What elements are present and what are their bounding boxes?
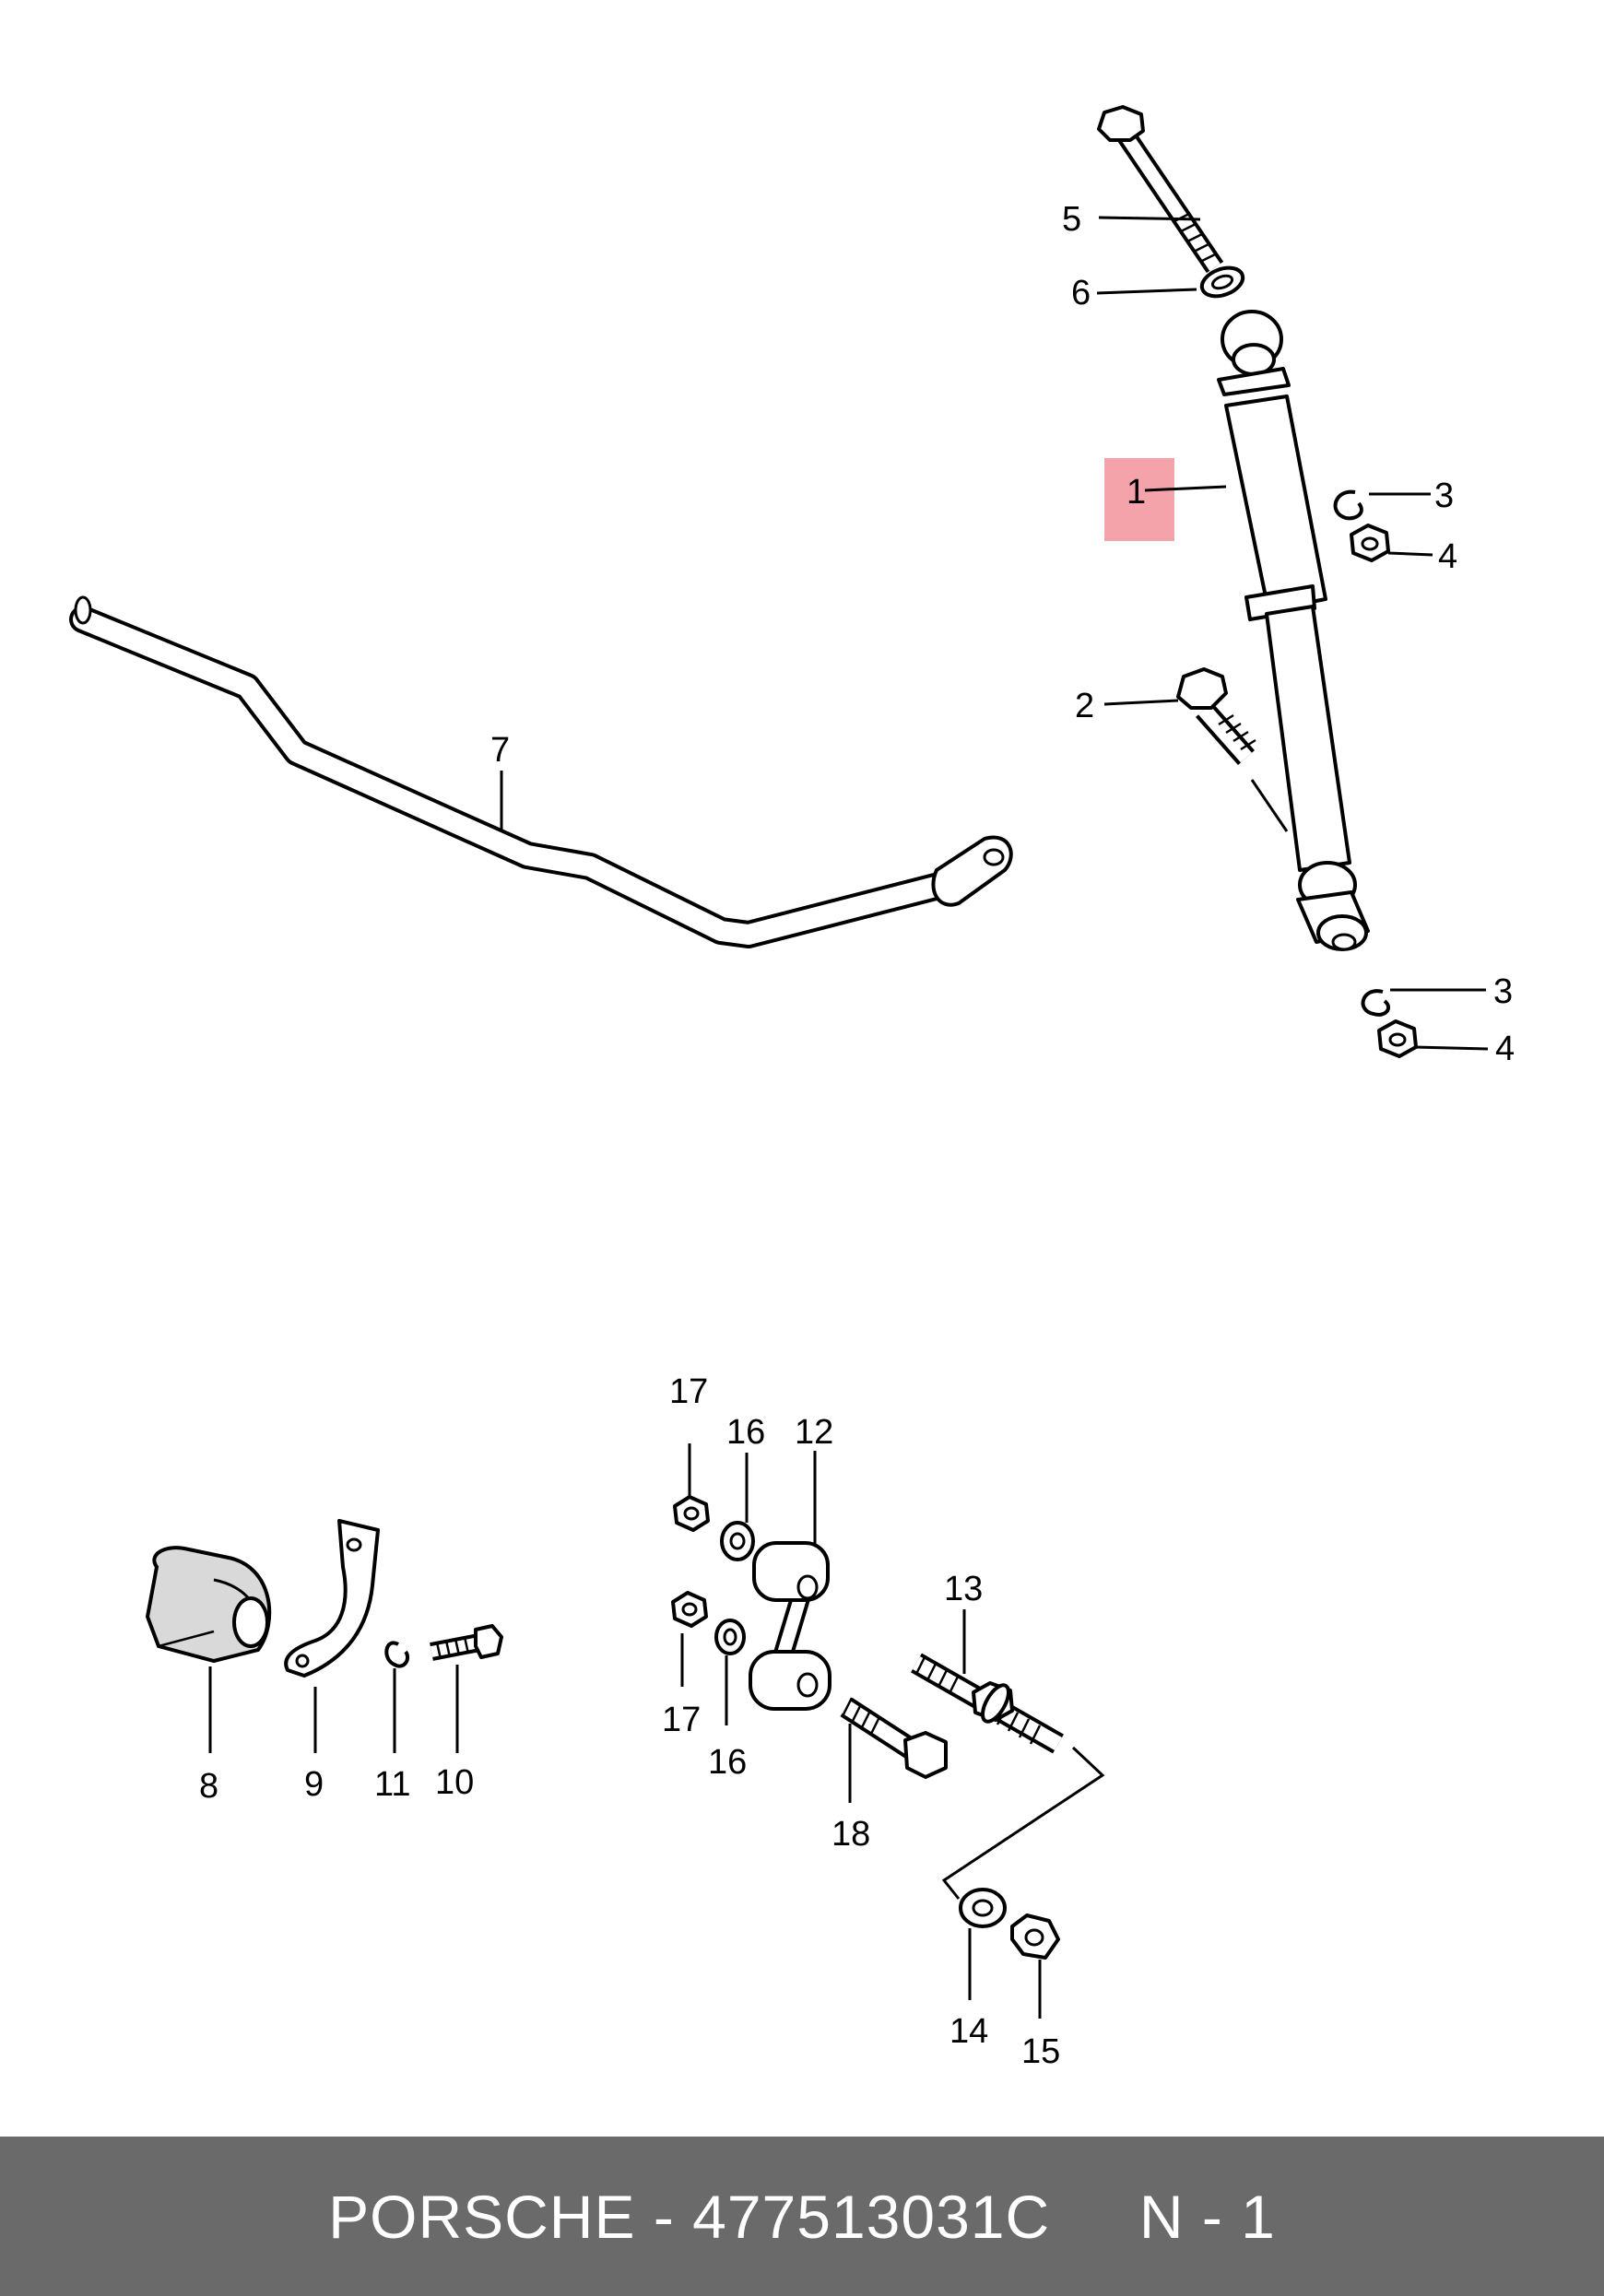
callout-17-upper: 17 xyxy=(669,1372,708,1411)
shock-absorber-item-1[interactable] xyxy=(1217,310,1370,951)
callout-4-upper: 4 xyxy=(1438,537,1457,576)
bolt-item-10[interactable] xyxy=(430,1624,503,1661)
callout-16-upper: 16 xyxy=(726,1413,765,1452)
callout-1: 1 xyxy=(1126,473,1146,512)
callout-10: 10 xyxy=(435,1763,474,1802)
lock-washer-item-11[interactable] xyxy=(384,1641,410,1668)
bushing-item-8[interactable] xyxy=(145,1546,272,1664)
callout-8: 8 xyxy=(199,1767,218,1806)
callout-11: 11 xyxy=(374,1765,410,1804)
nut-item-15[interactable] xyxy=(1010,1913,1060,1960)
callout-13: 13 xyxy=(944,1570,983,1608)
footer-part-number: 477513031C xyxy=(692,2182,1051,2251)
washer-item-16-upper[interactable] xyxy=(720,1521,755,1561)
washer-item-14[interactable] xyxy=(959,1888,1007,1928)
link-item-12[interactable] xyxy=(749,1541,831,1711)
callout-15: 15 xyxy=(1021,2032,1060,2071)
footer-caption: PORSCHE - 477513031C N - 1 xyxy=(328,2182,1276,2252)
bolt-item-5[interactable] xyxy=(1097,105,1224,274)
footer-bar: PORSCHE - 477513031C N - 1 xyxy=(0,2137,1604,2296)
nut-item-4-lower[interactable] xyxy=(1377,1019,1418,1058)
callout-3-upper: 3 xyxy=(1434,477,1454,515)
nut-item-17-upper[interactable] xyxy=(673,1495,710,1532)
clip-item-3-lower[interactable] xyxy=(1361,989,1391,1017)
callout-14: 14 xyxy=(949,2012,988,2051)
callout-17-lower: 17 xyxy=(662,1701,701,1739)
washer-item-6[interactable] xyxy=(1198,263,1247,301)
washer-item-16-lower[interactable] xyxy=(714,1619,746,1655)
highlight-box xyxy=(1104,458,1174,541)
callout-6: 6 xyxy=(1071,274,1091,312)
bolt-item-18[interactable] xyxy=(840,1697,948,1779)
nut-item-4-upper[interactable] xyxy=(1350,524,1390,562)
callout-4-lower: 4 xyxy=(1495,1030,1515,1068)
clamp-item-9[interactable] xyxy=(284,1519,380,1678)
footer-brand: PORSCHE xyxy=(328,2182,636,2251)
footer-page-label: N - 1 xyxy=(1138,2182,1276,2251)
callout-5: 5 xyxy=(1062,200,1081,239)
stabilizer-bar-item-7[interactable] xyxy=(69,595,1013,948)
bolt-item-2[interactable] xyxy=(1176,667,1256,765)
parts-diagram: 1 2 3 4 3 4 5 6 7 8 9 11 10 17 16 12 13 … xyxy=(69,105,1515,2071)
stud-item-13[interactable] xyxy=(911,1653,1064,1754)
callout-16-lower: 16 xyxy=(708,1743,747,1782)
callout-7: 7 xyxy=(490,731,510,770)
callout-3-lower: 3 xyxy=(1493,972,1513,1011)
nut-item-17-lower[interactable] xyxy=(671,1591,708,1628)
callout-18: 18 xyxy=(831,1815,870,1854)
callout-2: 2 xyxy=(1075,687,1094,725)
callout-9: 9 xyxy=(304,1765,324,1804)
clip-item-3-upper[interactable] xyxy=(1333,489,1363,521)
footer-separator: - xyxy=(635,2182,693,2251)
callout-12: 12 xyxy=(795,1413,833,1452)
